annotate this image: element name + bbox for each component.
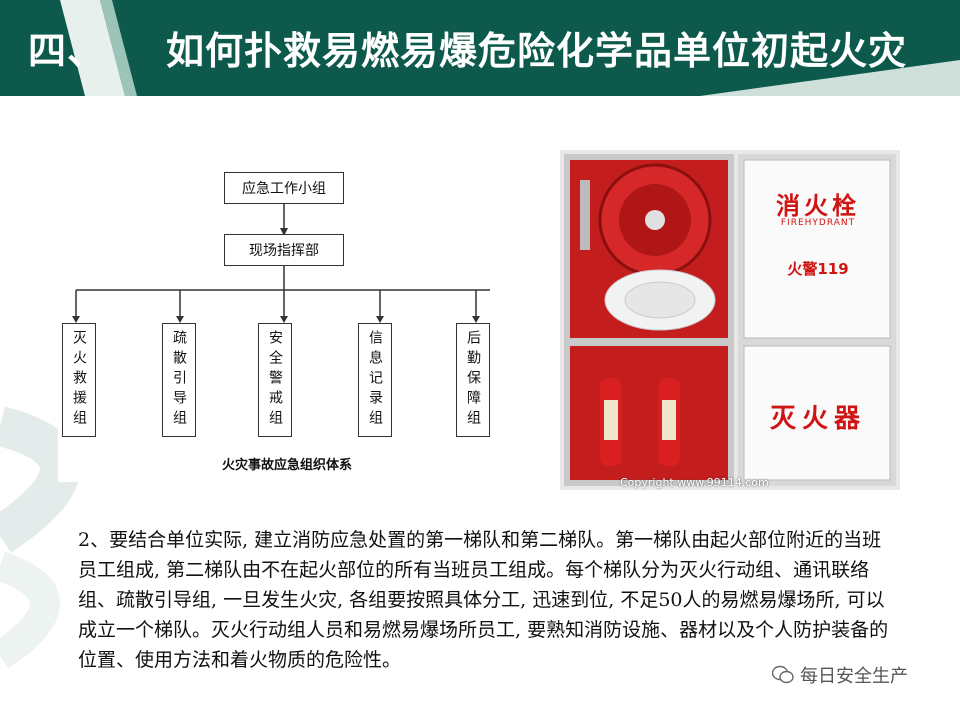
org-middle-box: 现场指挥部	[224, 234, 344, 266]
org-top-box: 应急工作小组	[224, 172, 344, 204]
section-number: 四、	[28, 29, 107, 73]
hydrant-sign: 消火栓	[776, 192, 860, 220]
org-group-5: 后勤保障组	[456, 323, 490, 437]
org-chart-lines	[72, 202, 490, 323]
org-group-1: 灭火救援组	[62, 323, 96, 437]
extinguisher-sign: 灭火器	[769, 404, 866, 434]
hydrant-sign-english: FIREHYDRANT	[780, 218, 856, 228]
org-group-4: 信息记录组	[358, 323, 392, 437]
page-title: 四、 如何扑救易燃易爆危险化学品单位初起火灾	[28, 20, 907, 75]
org-chart: 应急工作小组 现场指挥部 灭火救援组 疏散引导组 安全警戒组 信息记录组 后勤保…	[58, 160, 500, 482]
section-title: 如何扑救易燃易爆危险化学品单位初起火灾	[166, 29, 908, 73]
body-paragraph: 2、要结合单位实际, 建立消防应急处置的第一梯队和第二梯队。第一梯队由起火部位附…	[78, 529, 889, 671]
image-copyright: Copyright www.99114.com	[620, 476, 769, 489]
fire-hydrant-cabinet-image: 消火栓 FIREHYDRANT 火警119 灭火器 Copyright www.…	[560, 150, 900, 490]
org-chart-caption: 火灾事故应急组织体系	[222, 458, 353, 473]
org-group-3: 安全警戒组	[258, 323, 292, 437]
wechat-watermark: 每日安全生产	[772, 662, 908, 688]
header-band: 四、 如何扑救易燃易爆危险化学品单位初起火灾	[0, 0, 960, 96]
watermark-text: 每日安全生产	[800, 666, 908, 687]
org-group-2: 疏散引导组	[162, 323, 196, 437]
wechat-icon	[772, 665, 794, 684]
fire-alarm-number: 火警119	[787, 260, 849, 278]
